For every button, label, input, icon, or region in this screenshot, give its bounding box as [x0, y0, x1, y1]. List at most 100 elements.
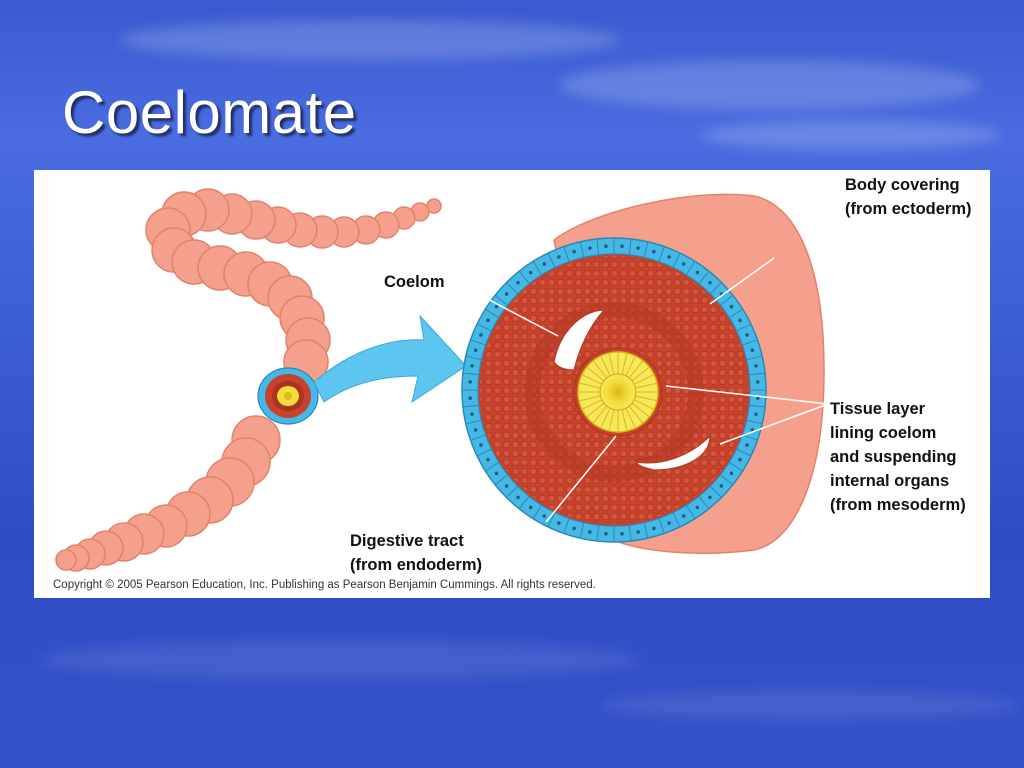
worm-body — [55, 188, 442, 572]
ectoderm-cell-wall — [749, 404, 766, 408]
ectoderm-cell-nucleus — [708, 495, 712, 500]
ectoderm-cell-wall — [736, 323, 752, 332]
ectoderm-cell-nucleus — [516, 495, 520, 500]
ectoderm-cell-wall — [470, 434, 486, 441]
ectoderm-cell-wall — [720, 294, 734, 306]
ectoderm-cell-wall — [563, 518, 570, 534]
endoderm-cell-wall — [628, 405, 644, 424]
ectoderm-cell-nucleus — [636, 530, 640, 534]
endoderm-cell-wall — [592, 405, 608, 424]
ectoderm-cell-wall — [720, 474, 734, 486]
endoderm-cell-wall — [608, 409, 615, 432]
ectoderm-cell-wall — [462, 404, 479, 408]
coelom-cavity — [553, 309, 711, 471]
ectoderm-cell-wall — [476, 323, 492, 332]
ectoderm-cell-nucleus — [473, 348, 478, 352]
ectoderm-cell-nucleus — [636, 246, 640, 250]
ectoderm-cell-nucleus — [754, 412, 758, 416]
endoderm-cell-wall — [578, 382, 601, 389]
ectoderm-cell-wall — [518, 496, 530, 510]
endoderm-cell-wall — [631, 402, 650, 418]
ectoderm-cell-wall — [596, 525, 600, 542]
ectoderm-cell-nucleus — [604, 531, 608, 536]
ectoderm-cell-nucleus — [557, 255, 561, 259]
label-coelom: Coelom — [384, 270, 445, 294]
digestive-tract — [573, 347, 663, 437]
ectoderm-cell-wall — [547, 512, 556, 528]
ectoderm-cell-nucleus — [470, 412, 474, 416]
endoderm-cell-wall — [586, 366, 605, 382]
ectoderm-cell-wall — [672, 252, 681, 268]
ectoderm-cell-nucleus — [604, 244, 608, 249]
endoderm-cells — [578, 352, 658, 432]
ectoderm-cell-nucleus — [468, 396, 473, 400]
ectoderm-cell-nucleus — [738, 318, 742, 323]
endoderm-cell-wall — [621, 352, 628, 375]
endoderm-cell-wall — [625, 408, 636, 429]
label-digestive-tract-line1: Digestive tract — [350, 532, 464, 550]
ectoderm-cell-nucleus — [504, 484, 509, 488]
ectoderm-cell-wall — [749, 372, 766, 376]
ectoderm-cell-nucleus — [755, 396, 760, 400]
label-body-covering-line1: Body covering — [845, 176, 960, 194]
ectoderm-cell-nucleus — [681, 262, 686, 266]
ectoderm-cell-wall — [506, 485, 519, 498]
ectoderm-cell-wall — [746, 419, 763, 425]
ectoderm-cell-nucleus — [494, 471, 499, 476]
ectoderm-cell-nucleus — [528, 270, 533, 275]
ectoderm-cell-nucleus — [542, 514, 547, 518]
endoderm-cell-wall — [634, 374, 655, 385]
ectoderm-cell-nucleus — [708, 280, 712, 285]
ectoderm-cell-wall — [532, 261, 543, 276]
ectoderm-cell-nucleus — [750, 348, 755, 352]
endoderm-cell-wall — [631, 366, 650, 382]
ectoderm-cell-nucleus — [516, 280, 520, 285]
endoderm-cell-wall — [621, 409, 628, 432]
ectoderm-cell-wall — [506, 282, 519, 295]
label-tissue-layer-line2: lining coelom — [830, 424, 937, 442]
ectoderm-cell-wall — [728, 461, 743, 472]
ectoderm-cell-nucleus — [572, 249, 576, 254]
ectoderm-cell-nucleus — [494, 304, 499, 309]
label-tissue-layer-line1: Tissue layer — [830, 400, 926, 418]
label-body-covering: Body covering (from ectoderm) — [845, 173, 972, 221]
ectoderm-cell-nucleus — [667, 255, 671, 259]
ectoderm-cell-wall — [709, 485, 722, 498]
ectoderm-cell-wall — [494, 474, 508, 486]
endoderm-cell-wall — [600, 408, 611, 429]
ectoderm-cell-wall — [462, 372, 479, 376]
ectoderm-cell-wall — [579, 241, 585, 258]
figure-panel: Body covering (from ectoderm) Coelom Tis… — [34, 170, 990, 598]
endoderm-cell-wall — [586, 402, 605, 418]
ectoderm-cell-nucleus — [588, 530, 592, 534]
label-digestive-tract-line2: (from endoderm) — [350, 556, 482, 574]
ectoderm-cell-nucleus — [729, 304, 734, 309]
ectoderm-cell-wall — [532, 504, 543, 519]
ectoderm-cell-wall — [518, 270, 530, 284]
ectoderm-cell-nucleus — [719, 484, 724, 488]
leader-lines — [477, 257, 829, 523]
slide-title: Coelomate — [62, 79, 357, 146]
copyright-notice: Copyright © 2005 Pearson Education, Inc.… — [53, 579, 596, 591]
label-tissue-layer-line5: (from mesoderm) — [830, 496, 966, 514]
ectoderm-cell-nucleus — [486, 457, 490, 462]
ectoderm-cell-wall — [698, 496, 710, 510]
ectoderm-cell-nucleus — [504, 292, 509, 296]
ectoderm-cell-nucleus — [652, 526, 656, 531]
label-body-covering-line2: (from ectoderm) — [845, 200, 972, 218]
ectoderm-cell-nucleus — [745, 443, 749, 447]
background-cloud — [560, 60, 980, 110]
ectoderm-cell-wall — [728, 308, 743, 319]
ectoderm-cell-wall — [547, 252, 556, 268]
ectoderm-cell-nucleus — [755, 380, 760, 384]
ectoderm-cell-wall — [736, 448, 752, 457]
ectoderm-cell-wall — [685, 504, 696, 519]
background-cloud — [120, 20, 620, 60]
ectoderm-cell-wall — [658, 518, 665, 534]
ectoderm-cell-wall — [465, 419, 482, 425]
magnify-arrow — [313, 314, 467, 404]
ectoderm-cell-wall — [628, 238, 632, 255]
ectoderm-cell-wall — [672, 512, 681, 528]
endoderm-cell-wall — [608, 352, 615, 375]
ectoderm-cell-nucleus — [754, 364, 758, 368]
